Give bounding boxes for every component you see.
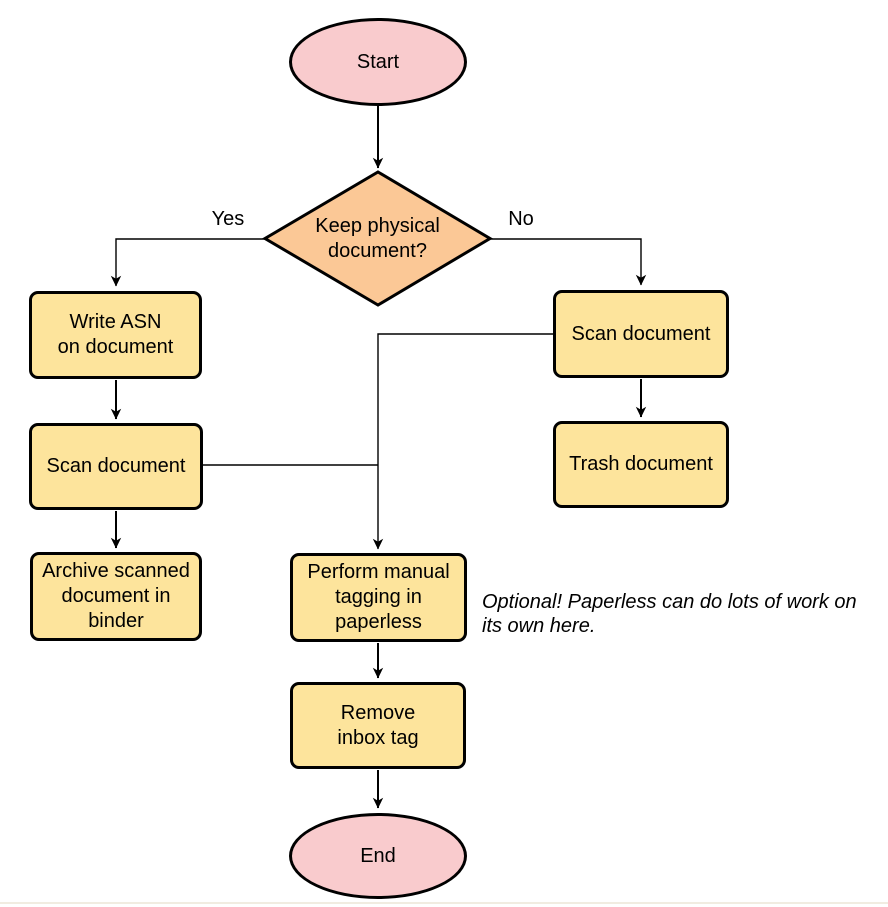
- decision-node: Keep physical document?: [315, 214, 440, 262]
- yes-edge-label: Yes: [211, 208, 245, 230]
- scan-document-left-node: Scan document: [29, 423, 203, 510]
- scan-document-right-node: Scan document: [553, 290, 729, 378]
- page-bottom-divider: [0, 902, 888, 904]
- no-edge-label: No: [508, 208, 534, 230]
- optional-annotation-text: Optional! Paperless can do lots of work …: [482, 591, 857, 637]
- trash-document-node: Trash document: [553, 421, 729, 508]
- edge-no-to-scan-right: [490, 238, 647, 286]
- remove-inbox-tag-node: Remove inbox tag: [290, 682, 466, 769]
- decision-diamond-shape: [262, 170, 493, 307]
- manual-tagging-node: Perform manual tagging in paperless: [290, 553, 467, 642]
- end-node: End: [289, 813, 467, 899]
- edge-yes-to-write-asn: [110, 238, 265, 287]
- start-node: Start: [289, 18, 467, 106]
- archive-in-binder-node: Archive scanned document in binder: [30, 552, 202, 641]
- edge-scan-right-to-tagging: [372, 333, 553, 550]
- write-asn-node: Write ASN on document: [29, 291, 202, 379]
